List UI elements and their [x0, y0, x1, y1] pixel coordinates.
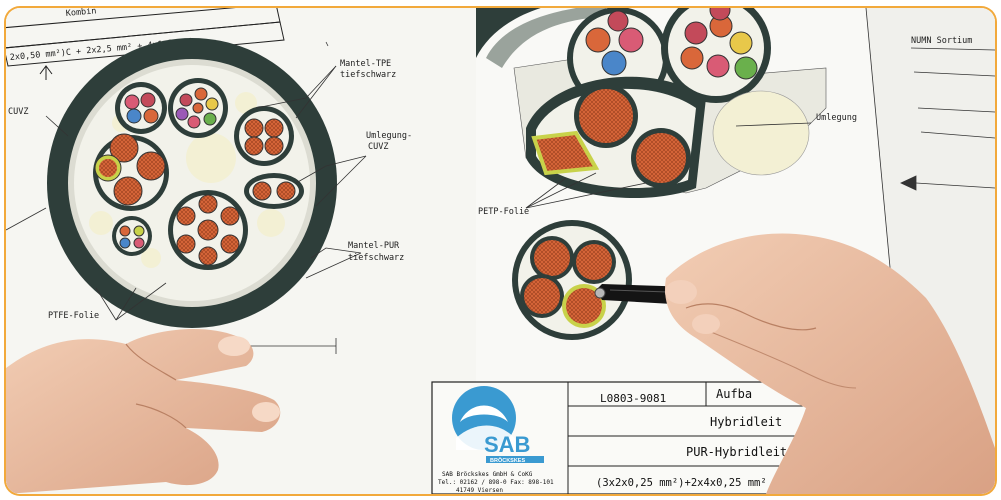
label-umlegung-cuvz-2: CUVZ [368, 142, 388, 152]
technical-drawing-photo: Kombin 2x0,50 mm²)C + 2x2,5 mm² + 4x1,0 … [6, 8, 995, 494]
label-umlegung-cuvz-1: Umlegung- [366, 131, 412, 141]
label-petp-folie: PETP-Folie [478, 207, 529, 217]
logo-brand: SAB [484, 432, 530, 457]
cable-section-left [47, 38, 337, 328]
right-header-text: NUMN Sortium [911, 36, 972, 46]
company-line-3: 41749 Viersen [456, 487, 503, 494]
leader-lines-right [525, 122, 812, 209]
label-ptfe-folie: PTFE-Folie [48, 311, 99, 321]
label-mantel-tpe-1: Mantel-TPE [340, 59, 391, 69]
label-mantel-tpe-2: tiefschwarz [340, 70, 396, 80]
title-field-top: Aufba [716, 387, 752, 401]
logo-sub: BRÖCKSKES [490, 457, 525, 464]
left-hand [6, 329, 281, 494]
photo-frame: Kombin 2x0,50 mm²)C + 2x2,5 mm² + 4x1,0 … [6, 8, 995, 494]
cable-section-right [476, 8, 827, 198]
label-mantel-pur-2: tiefschwarz [348, 253, 404, 263]
right-hand [665, 233, 995, 494]
label-umlegung: Umlegung [816, 113, 857, 123]
drawing-number: L0803-9081 [600, 392, 666, 405]
sab-logo: SAB BRÖCKSKES [452, 386, 544, 464]
title-field-name: Hybridleit [710, 415, 782, 429]
right-sheet-lines [865, 8, 995, 494]
title-field-pur: PUR-Hybridleitu [686, 445, 794, 459]
arrow-icon [39, 65, 53, 80]
formula-header: Kombin [65, 8, 96, 19]
company-line-2: Tel.: 02162 / 898-0 Fax: 898-101 [438, 479, 554, 486]
label-cuvz-left: CUVZ [8, 107, 28, 117]
company-line-1: SAB Bröckskes GmbH & CoKG [442, 471, 533, 478]
label-mantel-pur-1: Mantel-PUR [348, 241, 400, 251]
cable-section-small [512, 220, 632, 340]
